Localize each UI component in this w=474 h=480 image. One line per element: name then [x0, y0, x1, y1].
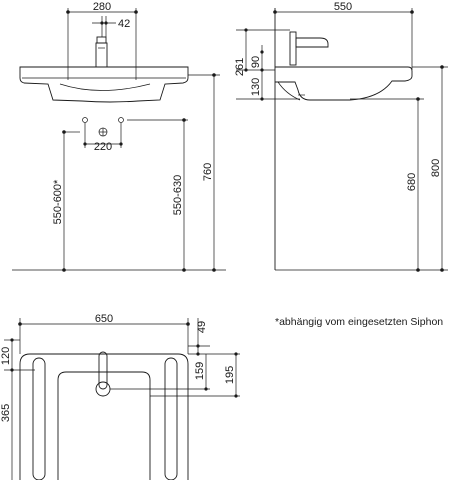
dim-261: 261 — [234, 58, 246, 76]
dim-365: 365 — [0, 404, 12, 422]
front-basin-outline — [19, 66, 189, 103]
dim-650: 650 — [95, 313, 113, 325]
dim-90: 90 — [250, 56, 262, 68]
dim-42: 42 — [118, 18, 130, 30]
dim-550-600: 550-600* — [52, 179, 64, 224]
dim-120: 120 — [0, 347, 12, 365]
dim-49: 49 — [196, 321, 208, 333]
top-inner-bowl — [57, 371, 151, 480]
dim-550-630: 550-630 — [172, 175, 184, 215]
top-basin-outline — [19, 353, 189, 480]
dim-280: 280 — [93, 1, 111, 13]
wall-hole-right — [118, 117, 124, 123]
dim-195: 195 — [224, 366, 236, 384]
dim-220: 220 — [94, 141, 112, 153]
dim-760: 760 — [202, 163, 214, 181]
side-basin-outline — [275, 66, 413, 101]
siphon-footnote: *abhängig vom eingesetzten Siphon — [275, 316, 444, 328]
dim-680: 680 — [406, 173, 418, 191]
dim-550: 550 — [334, 1, 352, 13]
dim-159: 159 — [194, 362, 206, 380]
top-view: 650 49 159 195 — [0, 313, 240, 480]
side-tap — [289, 31, 329, 66]
wall-hole-left — [82, 117, 88, 123]
top-tap — [95, 351, 111, 397]
grip-slot-left — [32, 357, 46, 480]
dim-800: 800 — [430, 159, 442, 177]
dim-130: 130 — [250, 78, 262, 96]
front-tap — [95, 36, 108, 68]
front-view: 280 42 220 550-600* 550 — [12, 1, 226, 272]
side-view: 550 261 130 90 680 — [234, 1, 448, 272]
drain-symbol — [98, 127, 108, 137]
grip-slot-right — [164, 357, 178, 480]
